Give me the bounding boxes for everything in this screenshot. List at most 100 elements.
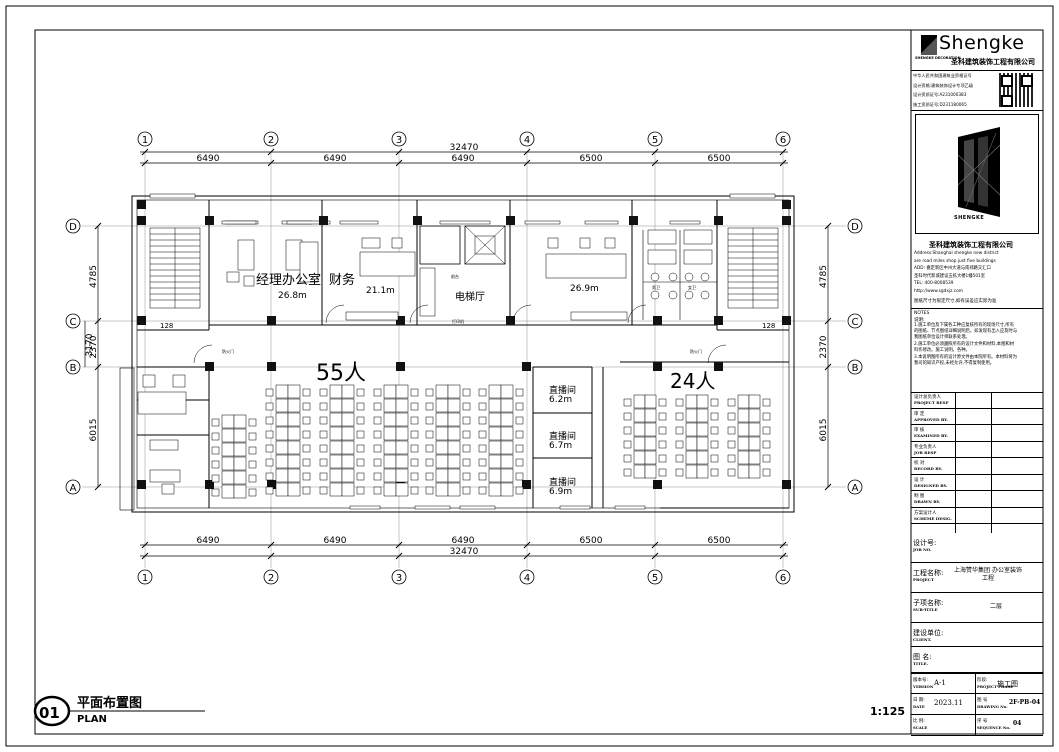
dim-tick [141, 552, 149, 560]
axis-label-col: 6 [780, 573, 786, 584]
chair [248, 446, 257, 455]
workstation-desk [221, 428, 235, 443]
window [414, 505, 451, 510]
cert-line: 施工资质证号:D231180065 [913, 101, 967, 107]
workstation-desk [329, 398, 343, 413]
axis-label-row: C [70, 317, 77, 328]
chair [478, 458, 487, 467]
dim-tick [94, 222, 102, 230]
live-room-2-area: 6.7m [549, 441, 572, 451]
workstation-desk [221, 470, 235, 485]
dim-tick [824, 317, 832, 325]
grid-value: 04 [1013, 720, 1022, 727]
axis-bubble [65, 313, 81, 329]
dim-tick [523, 552, 531, 560]
workstation-desk [329, 468, 343, 483]
workstation-desk [287, 384, 301, 399]
axis-label-col: 2 [268, 573, 274, 584]
workstation-desk [435, 440, 449, 455]
notes-header: NOTES [914, 311, 930, 316]
structural-column [522, 362, 531, 371]
chair [762, 398, 771, 407]
workstation-desk [696, 408, 709, 423]
info-label-en: SUB-TITLE [913, 607, 938, 612]
window [286, 220, 331, 225]
printer-label: 打印机 [452, 318, 464, 324]
chair [319, 486, 328, 495]
axis-bubble [391, 131, 407, 147]
workstation-desk [383, 384, 397, 399]
axis-label-col: 6 [780, 135, 786, 146]
signature-role-cn: 方案设计人 [914, 510, 937, 516]
chair [425, 402, 434, 411]
dim-tick [141, 148, 149, 156]
chair [211, 446, 220, 455]
title-block: Shengke SHENGKE DECORATION 圣科建筑装饰工程有限公司 … [911, 30, 1043, 736]
signature-role-cn: 设 计 [914, 477, 925, 483]
workstation-desk [644, 464, 657, 479]
dim-bay-top: 6490 [452, 154, 475, 164]
cert-line: 设计资质证号:A231000383 [913, 92, 967, 97]
structural-column [205, 216, 214, 225]
chair [248, 418, 257, 427]
chair [478, 486, 487, 495]
dim-tick [523, 159, 531, 167]
chair [319, 402, 328, 411]
workstation-desk [275, 426, 289, 441]
structural-column [522, 480, 531, 489]
chair [248, 474, 257, 483]
chair [462, 402, 471, 411]
workstation-desk [221, 414, 235, 429]
chair [710, 440, 719, 449]
chair [319, 472, 328, 481]
chair [373, 416, 382, 425]
chair [248, 488, 257, 497]
dim-tick [141, 541, 149, 549]
room-elevator-hall-label: 电梯厅 [455, 290, 485, 303]
stair-right-label: 128 [762, 322, 775, 330]
dim-total-bottom: 32470 [450, 547, 479, 557]
chair [675, 454, 684, 463]
workstation-desk [329, 454, 343, 469]
workstation-desk [383, 482, 397, 497]
structural-column [714, 216, 723, 225]
workstation-desk [383, 440, 397, 455]
workstation-desk [329, 426, 343, 441]
area-label-1: 26.8m [278, 291, 307, 301]
workstation-desk [500, 482, 514, 497]
workstation-desk [435, 482, 449, 497]
axis-label-col: 1 [142, 573, 148, 584]
desk [137, 391, 187, 415]
info-label-cn: 设计号: [913, 539, 937, 547]
chair [727, 440, 736, 449]
cert-area: 中华人民共和国建筑业资格证号设计资格:建筑装饰设计专项乙级设计资质证号:A231… [911, 70, 1043, 111]
workstation-desk [395, 412, 409, 427]
chair [410, 444, 419, 453]
chair [727, 454, 736, 463]
grid-label-en: SCALE [913, 725, 928, 730]
chair [319, 430, 328, 439]
structural-column [396, 362, 405, 371]
window [559, 505, 591, 510]
axis-label-col: 4 [524, 135, 530, 146]
info-label-en: PROJECT [913, 577, 934, 582]
chair [302, 486, 311, 495]
office-chair [547, 237, 559, 249]
chair [319, 416, 328, 425]
dim-tick [94, 363, 102, 371]
chair [515, 458, 524, 467]
info-row: 图 名:TITLE. [911, 647, 1043, 673]
chair [211, 418, 220, 427]
sink [684, 290, 694, 300]
workstation-desk [737, 422, 750, 437]
workstation-desk [233, 456, 247, 471]
workstation-desk [488, 398, 502, 413]
dim-tick [651, 552, 659, 560]
chair [658, 412, 667, 421]
chair [302, 416, 311, 425]
toilet-stall [647, 249, 677, 265]
dim-tick [267, 159, 275, 167]
axis-bubble [137, 131, 153, 147]
